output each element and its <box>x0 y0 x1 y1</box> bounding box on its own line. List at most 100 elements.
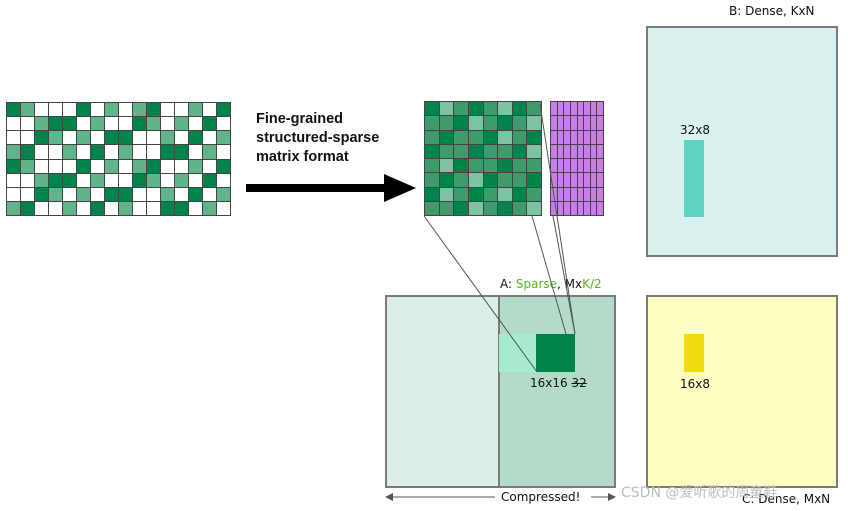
sparse-cell <box>147 131 160 145</box>
compressed-cell <box>425 144 439 158</box>
sparse-cell <box>119 201 132 215</box>
sparse-cell <box>175 201 188 215</box>
metadata-cell <box>570 144 577 158</box>
sparse-cell <box>175 131 188 145</box>
sparse-cell <box>217 145 230 159</box>
sparse-cell <box>91 103 104 117</box>
metadata-cell <box>584 116 590 130</box>
sparse-cell <box>105 145 118 159</box>
matrix-b-tile <box>684 140 704 217</box>
sparse-cell <box>7 201 20 215</box>
sparse-cell <box>189 103 202 117</box>
metadata-cell <box>577 201 584 215</box>
compressed-cell <box>439 116 454 130</box>
sparse-cell <box>7 187 20 201</box>
matrix-b-tile-label: 32x8 <box>680 123 711 137</box>
sparse-cell <box>119 159 132 173</box>
sparse-cell <box>133 103 146 117</box>
metadata-cell <box>564 159 570 173</box>
sparse-cell <box>189 201 202 215</box>
sparse-cell <box>63 159 76 173</box>
sparse-cell <box>217 103 230 117</box>
matrix-a-label-k2: K/2 <box>582 277 602 291</box>
compressed-cell <box>468 159 483 173</box>
compressed-cell <box>439 144 454 158</box>
sparse-cell <box>217 187 230 201</box>
sparse-cell <box>203 201 216 215</box>
compressed-cell <box>512 144 527 158</box>
matrix-a-label: A: Sparse, MxK/2 <box>500 277 602 291</box>
sparse-cell <box>147 117 160 131</box>
metadata-cell <box>557 144 564 158</box>
metadata-cell <box>577 116 584 130</box>
metadata-cell <box>577 187 584 201</box>
compressed-cell <box>468 187 483 201</box>
metadata-cell <box>551 173 557 187</box>
compressed-cell <box>439 102 454 116</box>
metadata-cell <box>557 201 564 215</box>
connector-line <box>423 215 538 373</box>
sparse-cell <box>133 145 146 159</box>
matrix-a-compressed-region <box>498 295 616 488</box>
compressed-cell <box>512 159 527 173</box>
sparse-cell <box>77 103 90 117</box>
metadata-cell <box>551 116 557 130</box>
compressed-cell <box>498 173 512 187</box>
metadata-cell <box>584 102 590 116</box>
metadata-cell <box>570 187 577 201</box>
compressed-cell <box>468 201 483 215</box>
compressed-values-grid <box>424 101 542 216</box>
metadata-cell <box>564 144 570 158</box>
sparse-cell <box>105 187 118 201</box>
metadata-cell <box>564 201 570 215</box>
compressed-cell <box>425 187 439 201</box>
matrix-c-tile <box>684 334 704 372</box>
sparse-cell <box>91 159 104 173</box>
compressed-cell <box>498 144 512 158</box>
metadata-cell <box>577 130 584 144</box>
sparse-cell <box>35 103 48 117</box>
matrix-a-tile-label-struck: 32 <box>571 376 587 390</box>
sparse-cell <box>63 117 76 131</box>
compressed-cell <box>512 102 527 116</box>
sparse-cell <box>91 201 104 215</box>
compressed-cell <box>439 173 454 187</box>
sparse-cell <box>203 173 216 187</box>
metadata-cell <box>584 201 590 215</box>
sparse-cell <box>35 201 48 215</box>
metadata-cell <box>564 173 570 187</box>
metadata-cell <box>597 130 603 144</box>
metadata-cell <box>564 116 570 130</box>
metadata-cell <box>570 116 577 130</box>
sparse-cell <box>217 131 230 145</box>
sparse-cell <box>91 131 104 145</box>
matrix-a-tile-label-main: 16x16 <box>530 376 568 390</box>
sparse-cell <box>217 173 230 187</box>
sparse-cell <box>91 117 104 131</box>
metadata-cell <box>590 102 597 116</box>
sparse-cell <box>203 117 216 131</box>
compressed-cell <box>454 187 468 201</box>
sparse-cell <box>63 201 76 215</box>
sparse-cell <box>161 173 174 187</box>
sparse-cell <box>119 131 132 145</box>
sparse-matrix-grid <box>6 102 231 216</box>
metadata-cell <box>590 187 597 201</box>
compressed-cell <box>512 187 527 201</box>
compressed-cell <box>527 173 541 187</box>
compressed-cell <box>527 187 541 201</box>
compressed-cell <box>454 201 468 215</box>
sparse-cell <box>175 159 188 173</box>
compressed-cell <box>439 201 454 215</box>
compressed-cell <box>468 173 483 187</box>
sparse-cell <box>21 159 34 173</box>
sparse-cell <box>119 173 132 187</box>
metadata-cell <box>590 159 597 173</box>
compressed-cell <box>483 187 498 201</box>
caption-line-3: matrix format <box>256 149 349 165</box>
sparse-cell <box>35 145 48 159</box>
metadata-cell <box>597 173 603 187</box>
compressed-cell <box>512 130 527 144</box>
metadata-cell <box>590 144 597 158</box>
